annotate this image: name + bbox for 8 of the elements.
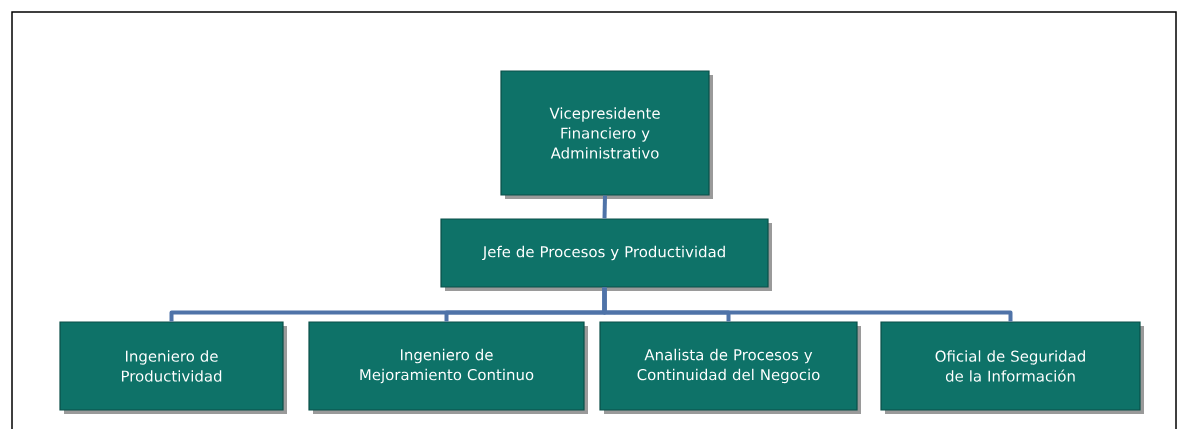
org-box: Oficial de Seguridad de la Información <box>880 321 1144 414</box>
org-box: Vicepresidente Financiero y Administrativo <box>500 70 713 199</box>
org-box: Analista de Procesos y Continuidad del Negocio <box>599 321 861 414</box>
connector-line <box>602 287 1013 322</box>
org-box: Ingeniero de Productividad <box>59 321 287 414</box>
org-box: Jefe de Procesos y Productividad <box>440 218 772 291</box>
org-box: Ingeniero de Mejoramiento Continuo <box>308 321 588 414</box>
connector-line <box>602 195 607 219</box>
